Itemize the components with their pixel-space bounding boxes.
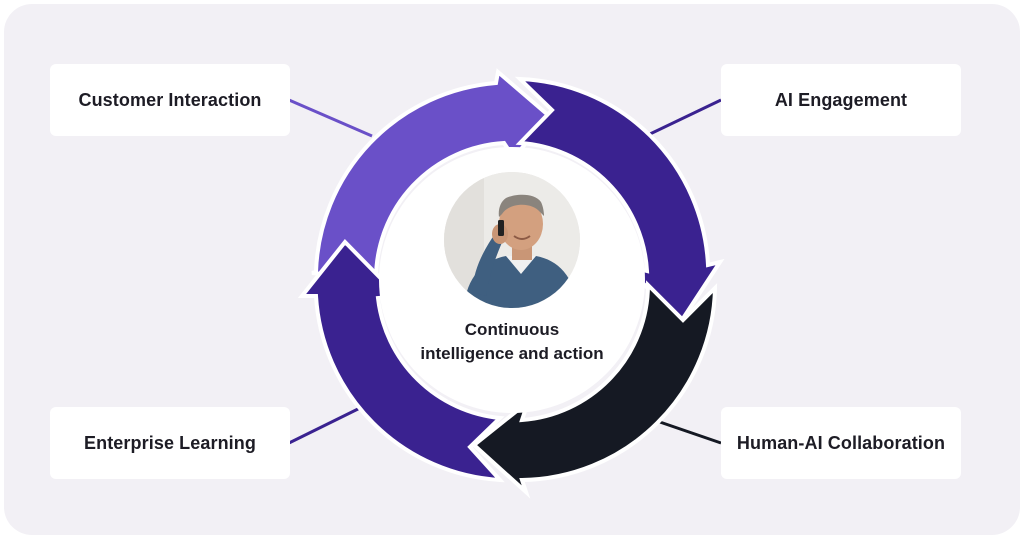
arrow-segment-top-right [514, 76, 725, 327]
connector-human-ai-collaboration [653, 418, 722, 445]
stage-customer-interaction: Customer Interaction [50, 64, 290, 136]
center-caption: Continuous intelligence and action [392, 318, 632, 366]
arrow-segment-top-left [311, 68, 551, 282]
stage-ai-engagement: AI Engagement [721, 64, 961, 136]
center-caption-line-1: Continuous [464, 320, 560, 339]
stage-enterprise-learning: Enterprise Learning [50, 407, 290, 479]
stage-human-ai-collaboration: Human-AI Collaboration [721, 407, 961, 479]
connector-ai-engagement [649, 98, 722, 136]
arrow-segment-bottom-right [470, 280, 718, 499]
person-on-phone-photo [444, 172, 580, 308]
center-caption-line-2: intelligence and action [420, 344, 604, 363]
connector-enterprise-learning [288, 406, 361, 445]
connector-customer-interaction [288, 98, 373, 138]
arrow-segment-bottom-left [297, 238, 505, 483]
